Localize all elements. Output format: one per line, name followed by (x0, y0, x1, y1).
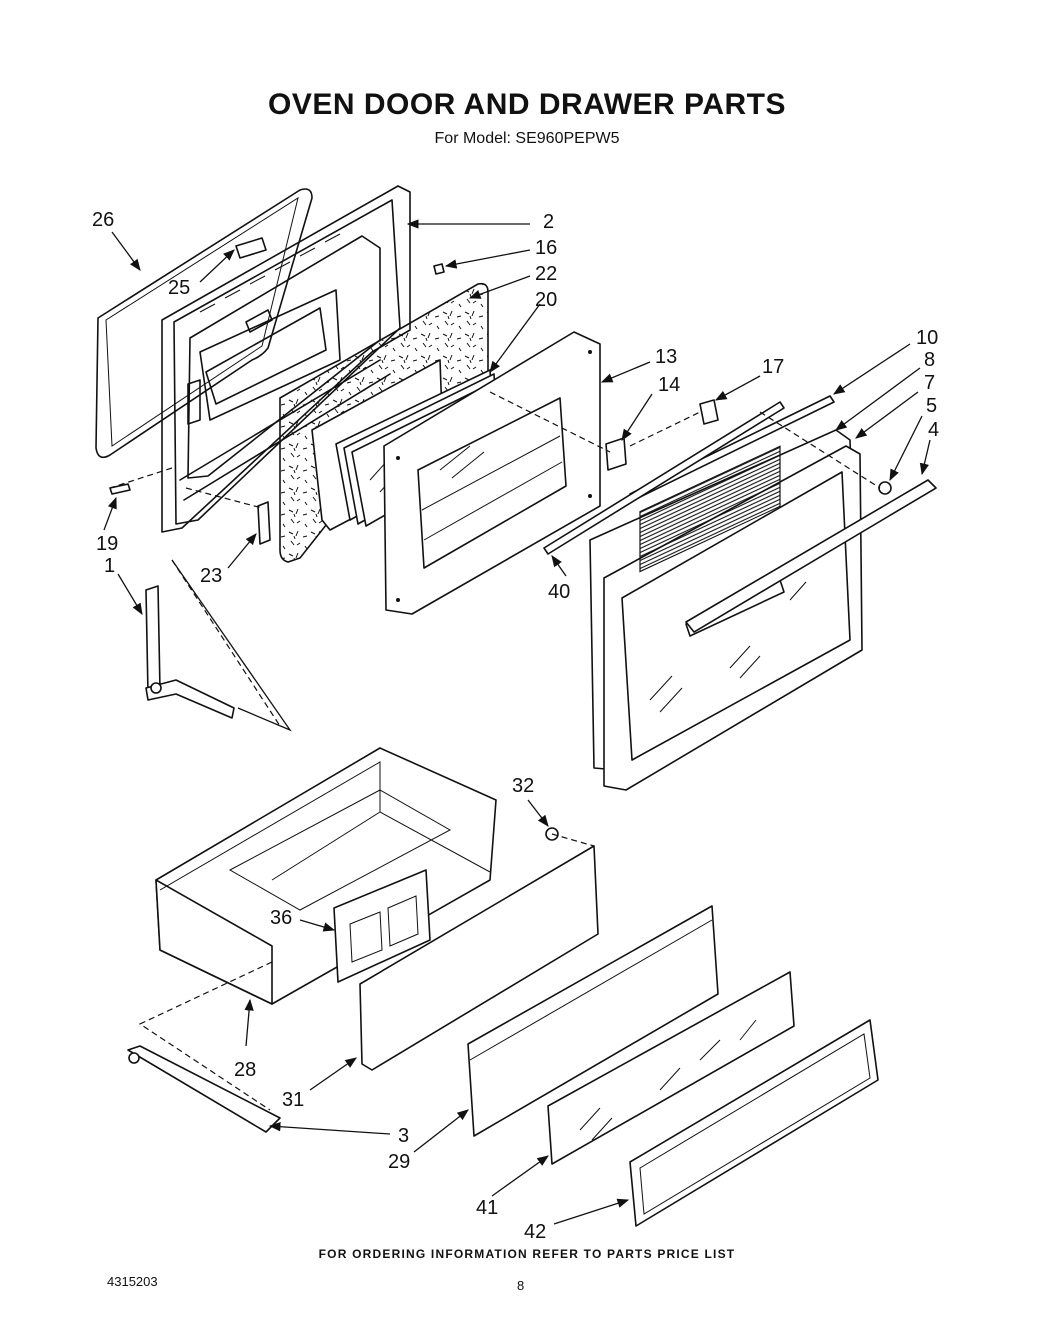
part-26-door-gasket (95, 188, 313, 459)
part-29-drawer-front (467, 905, 719, 1137)
part-40-trim-strip (543, 401, 785, 555)
callout-14: 14 (658, 374, 680, 396)
callout-40: 40 (548, 581, 570, 603)
callout-16: 16 (535, 237, 557, 259)
part-1-hinge (145, 585, 235, 719)
part-28-drawer-body (155, 747, 497, 1005)
callout-26: 26 (92, 209, 114, 231)
callout-32: 32 (512, 775, 534, 797)
callout-8: 8 (924, 349, 935, 371)
callout-20: 20 (535, 289, 557, 311)
page-number: 8 (517, 1278, 525, 1293)
callout-23: 23 (200, 565, 222, 587)
part-41-drawer-glass (547, 971, 795, 1165)
callout-labels: 26 2 16 25 22 20 13 14 17 10 8 7 5 4 19 … (92, 209, 939, 1243)
part-4-handle-bar (685, 479, 937, 633)
callout-17: 17 (762, 356, 784, 378)
part-23-plate (257, 501, 271, 545)
page-title: OVEN DOOR AND DRAWER PARTS (267, 88, 787, 121)
callout-3: 3 (398, 1125, 409, 1147)
callout-29: 29 (388, 1151, 410, 1173)
part-5-nut (878, 481, 892, 495)
part-36-drawer-bracket (333, 869, 431, 983)
callout-42: 42 (524, 1221, 546, 1243)
callout-41: 41 (476, 1197, 498, 1219)
callout-19: 19 (96, 533, 118, 555)
assembly-guide-lines (109, 391, 881, 1111)
callout-4: 4 (928, 419, 939, 441)
document-number: 4315203 (107, 1274, 158, 1289)
callout-7: 7 (924, 372, 935, 394)
callout-22: 22 (535, 263, 557, 285)
callout-10: 10 (916, 327, 938, 349)
callout-36: 36 (270, 907, 292, 929)
callout-28: 28 (234, 1059, 256, 1081)
ordering-note: FOR ORDERING INFORMATION REFER TO PARTS … (318, 1247, 736, 1261)
part-17-bumper (699, 399, 719, 425)
callout-leaders (103, 219, 931, 1225)
callout-25: 25 (168, 277, 190, 299)
part-13-inner-door-panel (383, 331, 601, 615)
callout-13: 13 (655, 346, 677, 368)
part-25-clip (235, 237, 267, 259)
part-31-drawer-panel (359, 845, 599, 1071)
callout-2: 2 (543, 211, 554, 233)
callout-31: 31 (282, 1089, 304, 1111)
part-42-drawer-trim-frame (629, 1019, 879, 1227)
part-19-pin (109, 483, 131, 495)
model-subtitle: For Model: SE960PEPW5 (434, 130, 620, 147)
part-14-bracket (605, 437, 627, 471)
part-16-screw (433, 263, 445, 275)
callout-5: 5 (926, 395, 937, 417)
part-3-drawer-slide (127, 1045, 281, 1133)
callout-1: 1 (104, 555, 115, 577)
